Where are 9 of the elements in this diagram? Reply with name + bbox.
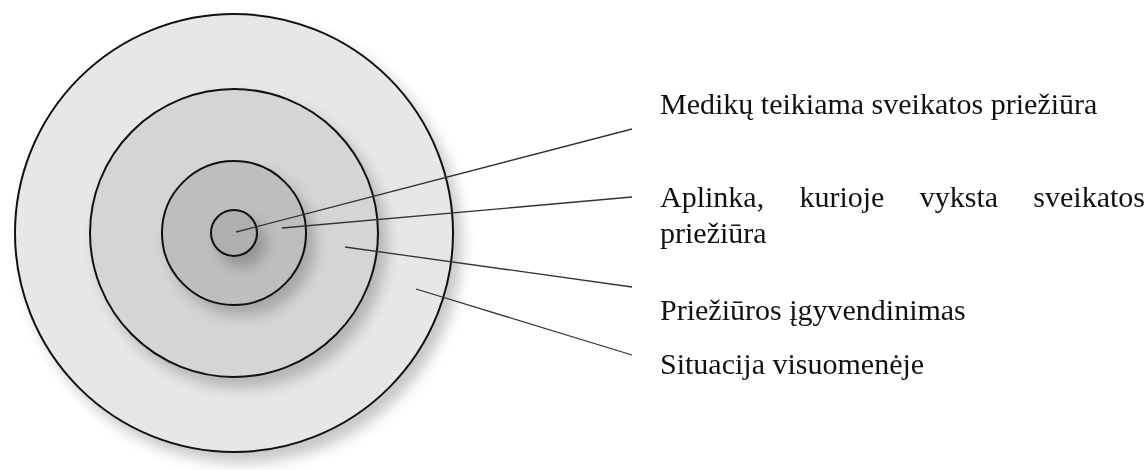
ring-circle <box>210 209 258 257</box>
leader-line <box>281 196 633 229</box>
leader-line <box>235 128 633 233</box>
ring-label: Aplinka, kurioje vyksta sveikatos priežiūra <box>660 179 1145 251</box>
ring-label: Medikų teikiama sveikatos priežiūra <box>660 86 1099 122</box>
ring-label: Priežiūros įgyvendinimas <box>660 292 967 328</box>
ring-label: Situacija visuomenėje <box>660 346 926 382</box>
leader-line <box>415 288 633 356</box>
leader-line <box>344 246 633 288</box>
